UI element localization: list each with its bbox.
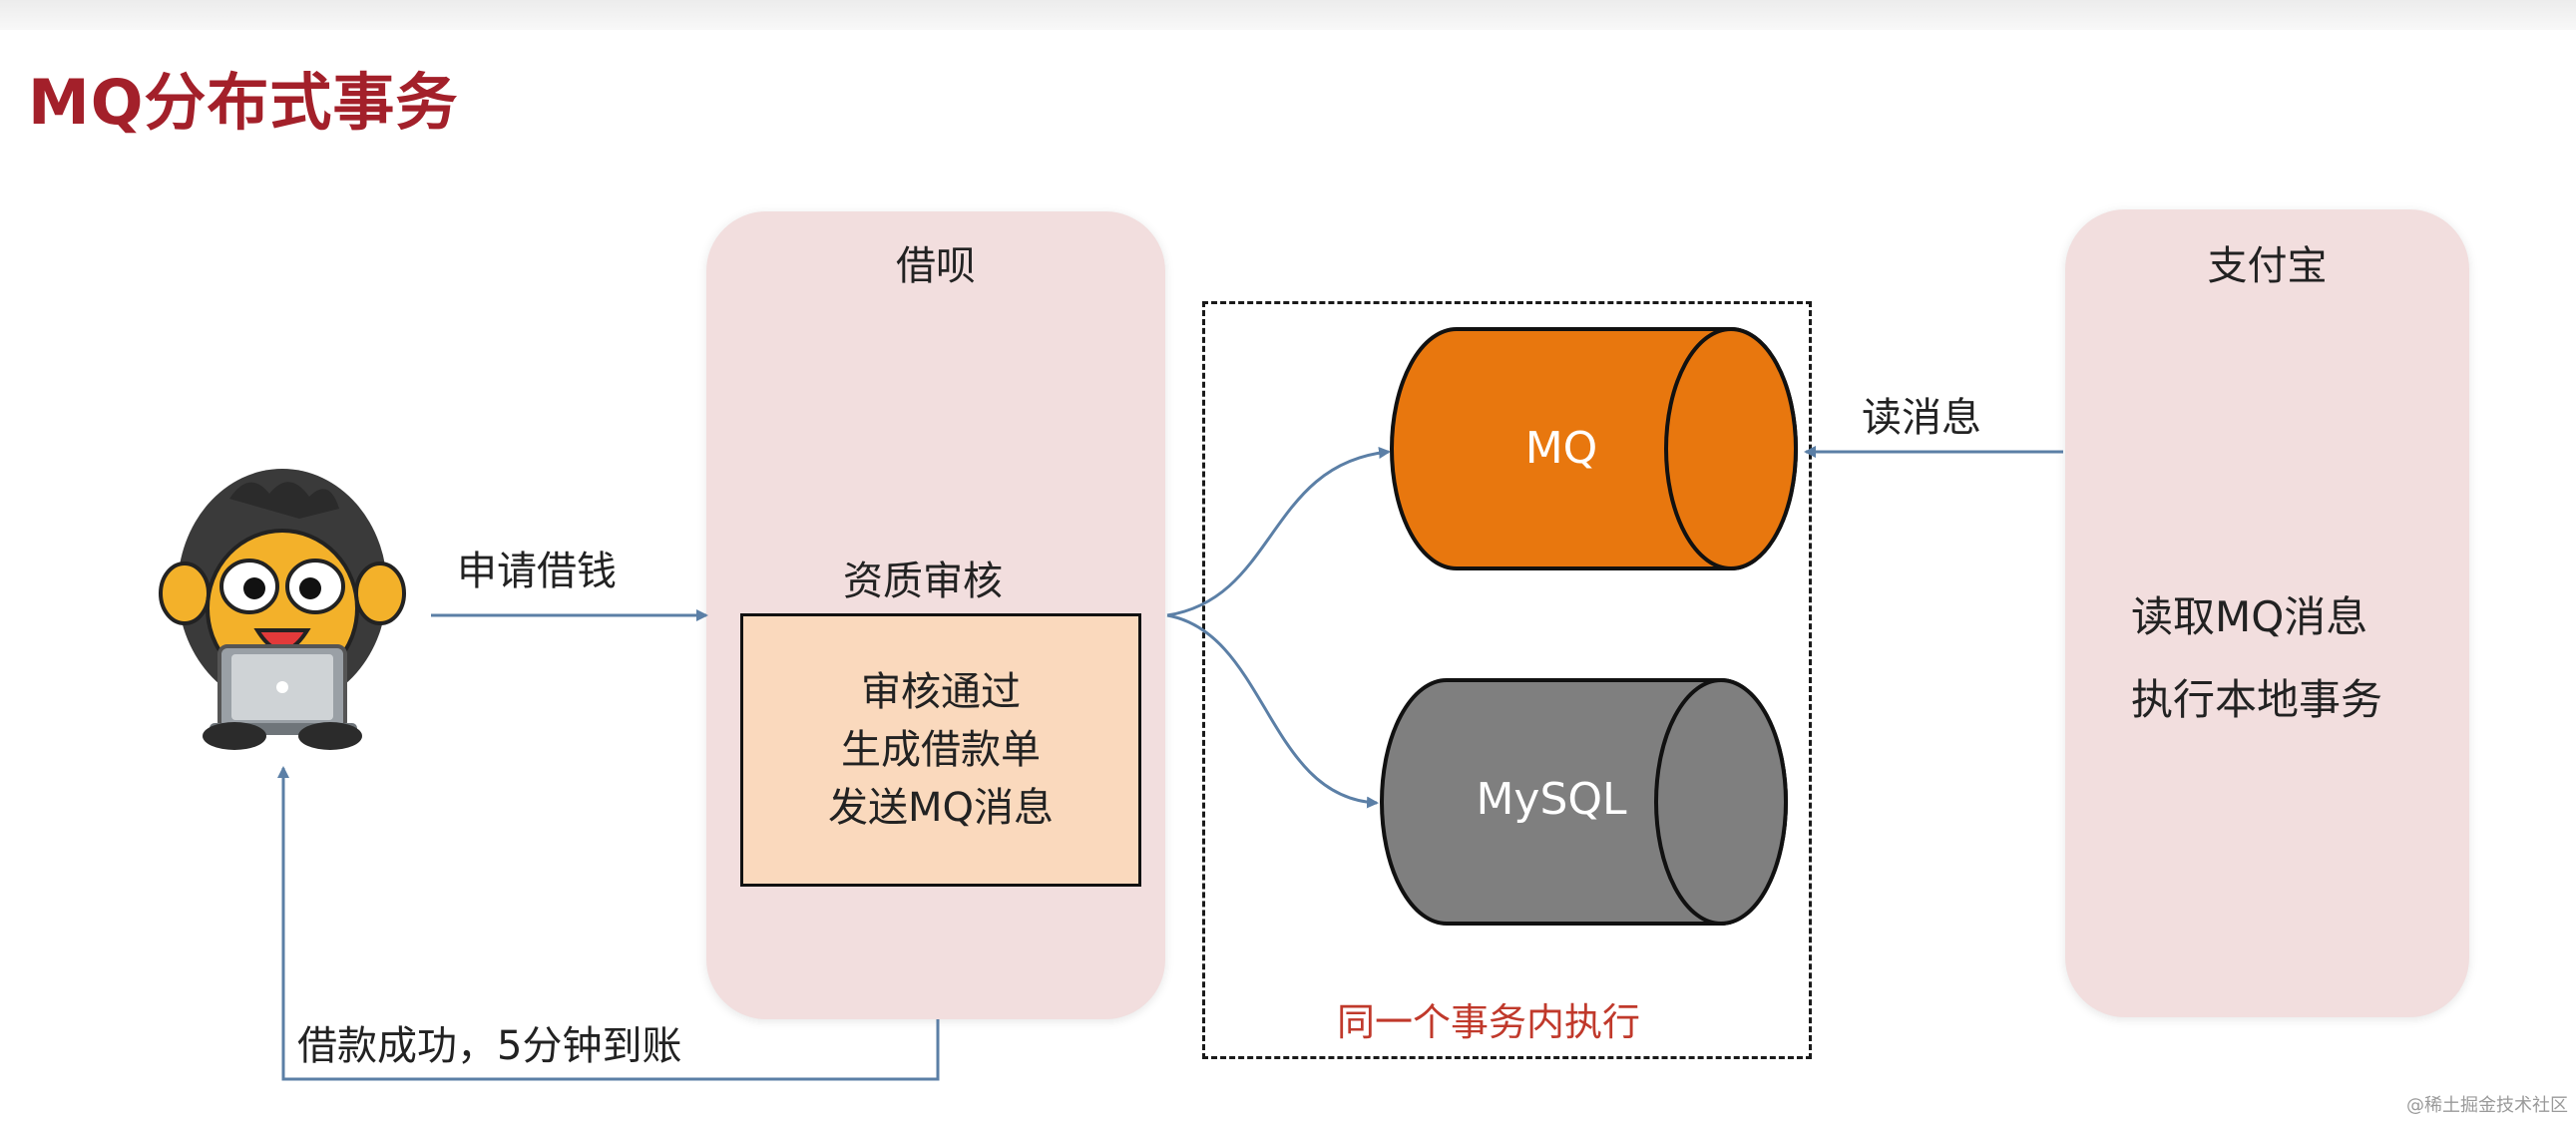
mysql-cylinder bbox=[1380, 678, 1788, 926]
mysql-label: MySQL bbox=[1476, 774, 1627, 825]
alipay-line-1: 读取MQ消息 bbox=[2131, 592, 2368, 641]
loan-success-arrow bbox=[277, 766, 940, 1081]
alipay-line-2: 执行本地事务 bbox=[2131, 675, 2383, 724]
review-line-2: 生成借款单 bbox=[841, 727, 1041, 773]
apply-loan-label: 申请借钱 bbox=[457, 549, 617, 594]
mascot-icon bbox=[159, 469, 406, 750]
page-title: MQ分布式事务 bbox=[28, 66, 459, 139]
watermark: @稀土掘金技术社区 bbox=[2406, 1095, 2568, 1116]
review-line-1: 审核通过 bbox=[861, 669, 1021, 715]
jiebei-step-label: 资质审核 bbox=[843, 559, 1003, 604]
mq-cylinder bbox=[1390, 327, 1798, 570]
loan-success-label: 借款成功，5分钟到账 bbox=[297, 1023, 682, 1069]
top-bar bbox=[0, 0, 2576, 30]
review-box: 审核通过 生成借款单 发送MQ消息 bbox=[740, 613, 1141, 887]
review-line-3: 发送MQ消息 bbox=[828, 785, 1054, 831]
alipay-panel: 支付宝 bbox=[2065, 209, 2469, 1017]
mq-label: MQ bbox=[1524, 423, 1598, 474]
alipay-panel-title: 支付宝 bbox=[2207, 243, 2328, 289]
read-message-label: 读消息 bbox=[1862, 395, 1981, 441]
same-transaction-label: 同一个事务内执行 bbox=[1337, 1000, 1641, 1044]
transaction-boundary bbox=[1202, 301, 1812, 1059]
jiebei-panel-title: 借呗 bbox=[896, 243, 976, 289]
to-mq-arrow bbox=[1166, 447, 1391, 617]
to-mysql-arrow bbox=[1166, 613, 1379, 809]
